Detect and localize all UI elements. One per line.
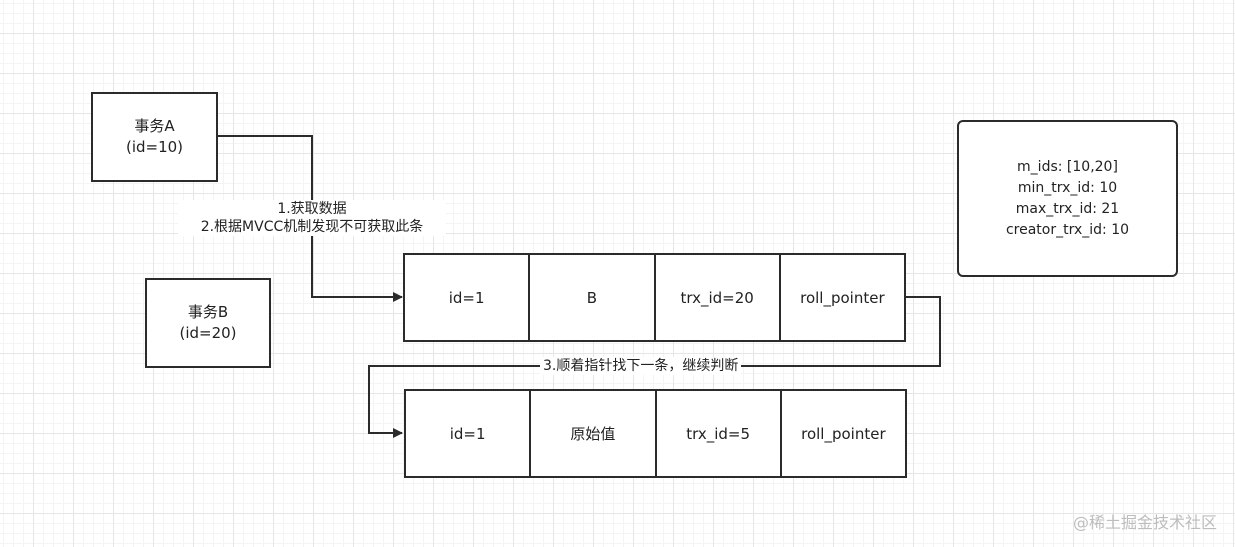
transaction-a-id: (id=10) <box>125 138 184 156</box>
undo-record-previous: id=1 原始值 trx_id=5 roll_pointer <box>404 389 907 478</box>
edge-label-steps-1-2: 1.获取数据 2.根据MVCC机制发现不可获取此条 <box>178 200 446 236</box>
read-view-creator-trx-id: creator_trx_id: 10 <box>1005 221 1130 238</box>
edge-label-step1: 1.获取数据 <box>277 201 347 217</box>
watermark: @稀土掘金技术社区 <box>1072 513 1217 532</box>
record-cell-value: 原始值 <box>531 391 657 476</box>
record-cell-roll-pointer: roll_pointer <box>800 288 885 307</box>
edge-label-step3: 3.顺着指针找下一条，继续判断 <box>540 357 742 375</box>
transaction-b-title: 事务B <box>187 303 229 321</box>
transaction-b-box: 事务B (id=20) <box>145 278 271 368</box>
read-view-m-ids: m_ids: [10,20] <box>1017 158 1118 175</box>
edge-label-step2: 2.根据MVCC机制发现不可获取此条 <box>200 219 424 235</box>
record-cell-trx-id: trx_id=5 <box>657 391 782 476</box>
record-cell-id: id=1 <box>406 391 532 476</box>
transaction-a-title: 事务A <box>134 117 175 135</box>
record-cell-value: B <box>530 255 656 340</box>
transaction-a-box: 事务A (id=10) <box>91 92 218 182</box>
transaction-b-id: (id=20) <box>179 324 237 342</box>
read-view-max-trx-id: max_trx_id: 21 <box>1015 200 1120 217</box>
undo-record-current: id=1 B trx_id=20 roll_pointer <box>403 253 906 342</box>
record-cell-roll-pointer: roll_pointer <box>801 424 886 443</box>
read-view-min-trx-id: min_trx_id: 10 <box>1017 179 1118 196</box>
record-cell-trx-id: trx_id=20 <box>656 255 781 340</box>
read-view-box: m_ids: [10,20] min_trx_id: 10 max_trx_id… <box>957 120 1178 277</box>
record-cell-id: id=1 <box>405 255 531 340</box>
